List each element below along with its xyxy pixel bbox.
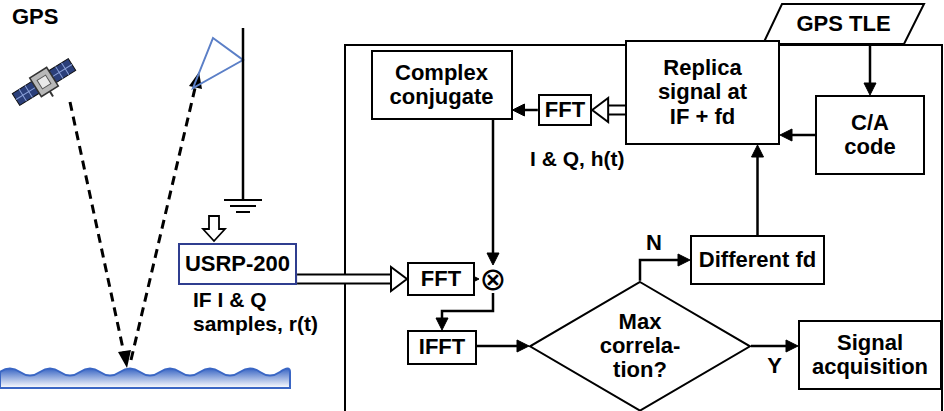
arrow-head [487,253,499,265]
node-text: FFT [545,98,585,122]
receiver-box: USRP-200 [178,243,297,285]
arrow-head [752,145,764,157]
satellite-label: GPS [12,4,58,29]
connector [487,120,499,265]
arrow-head [517,340,529,352]
node-text: GPS TLE [796,12,890,36]
multiplier-symbol: ⊗ [479,265,507,293]
arrow-head [786,340,798,352]
node-text: Replica signal at IF + fd [647,56,759,129]
hollow-arrow [203,216,225,241]
connector [864,45,876,95]
antenna [193,28,262,212]
input-parallelogram: GPS TLE [762,3,925,45]
connector [751,340,798,352]
node-text: USRP-200 [185,252,290,276]
decision-diamond: Max correla- tion? [529,281,751,411]
node-text: C/A code [830,111,910,159]
connector [752,145,764,235]
signal-label: I & Q, h(t) [530,147,624,171]
connector [640,254,690,281]
branch-label: Y [765,355,784,377]
arrow-head [864,83,876,95]
process-box: C/A code [815,95,925,175]
process-box: FFT [538,94,592,126]
process-box: FFT [407,262,475,296]
process-box: Complex conjugate [371,50,513,120]
process-box: Signal acquisition [798,320,942,390]
node-text: FFT [421,267,461,291]
signal-path [70,72,202,368]
process-box: IFFT [407,330,477,365]
arrow-head [513,104,525,116]
connector [297,267,407,291]
node-text: IFFT [419,335,465,359]
branch-label: N [644,232,664,254]
signal-label: IF I & Q samples, r(t) [193,288,343,336]
process-box: Different fd [690,235,825,285]
node-text: Signal acquisition [805,331,935,379]
arrow-head [780,129,792,141]
arrow-head [391,267,407,291]
arrow-head [678,254,690,266]
node-text: Different fd [699,248,816,272]
node-text: Complex conjugate [378,61,506,109]
process-box: Replica signal at IF + fd [625,40,780,145]
connector [436,293,493,330]
connector [592,98,625,122]
node-text: Max correla- tion? [590,310,690,383]
multiplier-glyph: ⊗ [480,265,507,293]
arrow-head [436,318,448,330]
arrow-head [592,98,608,122]
sea-surface [0,369,290,389]
connector [780,129,815,141]
connector [513,104,538,116]
connector [477,340,529,352]
